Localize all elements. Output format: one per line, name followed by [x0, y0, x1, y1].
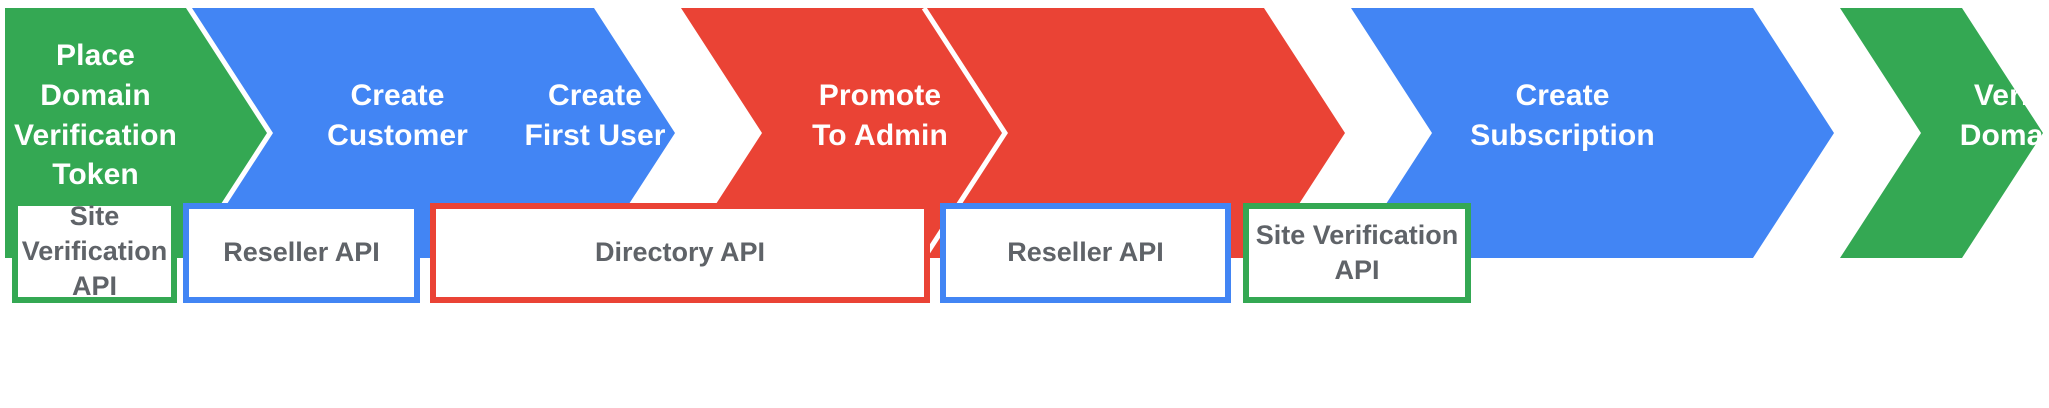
chevron-step-5[interactable] [1351, 8, 1834, 258]
api-box-reseller-1[interactable]: Reseller API [183, 203, 420, 303]
api-box-reseller-2[interactable]: Reseller API [940, 203, 1231, 303]
chevron-step-3-4[interactable] [681, 8, 1345, 258]
chevron-step-2[interactable] [192, 8, 675, 258]
api-box-site-verification-1[interactable]: Site Verification API [12, 200, 177, 303]
api-box-directory[interactable]: Directory API [430, 203, 930, 303]
api-box-site-verification-2[interactable]: Site Verification API [1243, 203, 1471, 303]
chevron-step-1[interactable] [5, 8, 267, 258]
chevron-step-6[interactable] [1840, 8, 2043, 258]
